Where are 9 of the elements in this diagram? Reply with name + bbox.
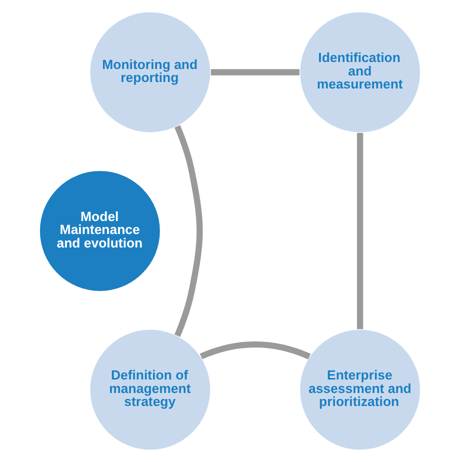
- connector: [356, 132, 364, 330]
- connector: [210, 69, 300, 76]
- node-circle: Model Maintenance and evolution: [39, 170, 161, 292]
- node-circle: Definition of management strategy: [89, 328, 212, 451]
- node-circle: Identification and measurement: [299, 11, 421, 134]
- node-circle: Monitoring and reporting: [89, 11, 212, 134]
- connector: [174, 125, 203, 337]
- node-circle: Enterprise assessment and prioritization: [299, 328, 421, 451]
- connector: [200, 341, 311, 360]
